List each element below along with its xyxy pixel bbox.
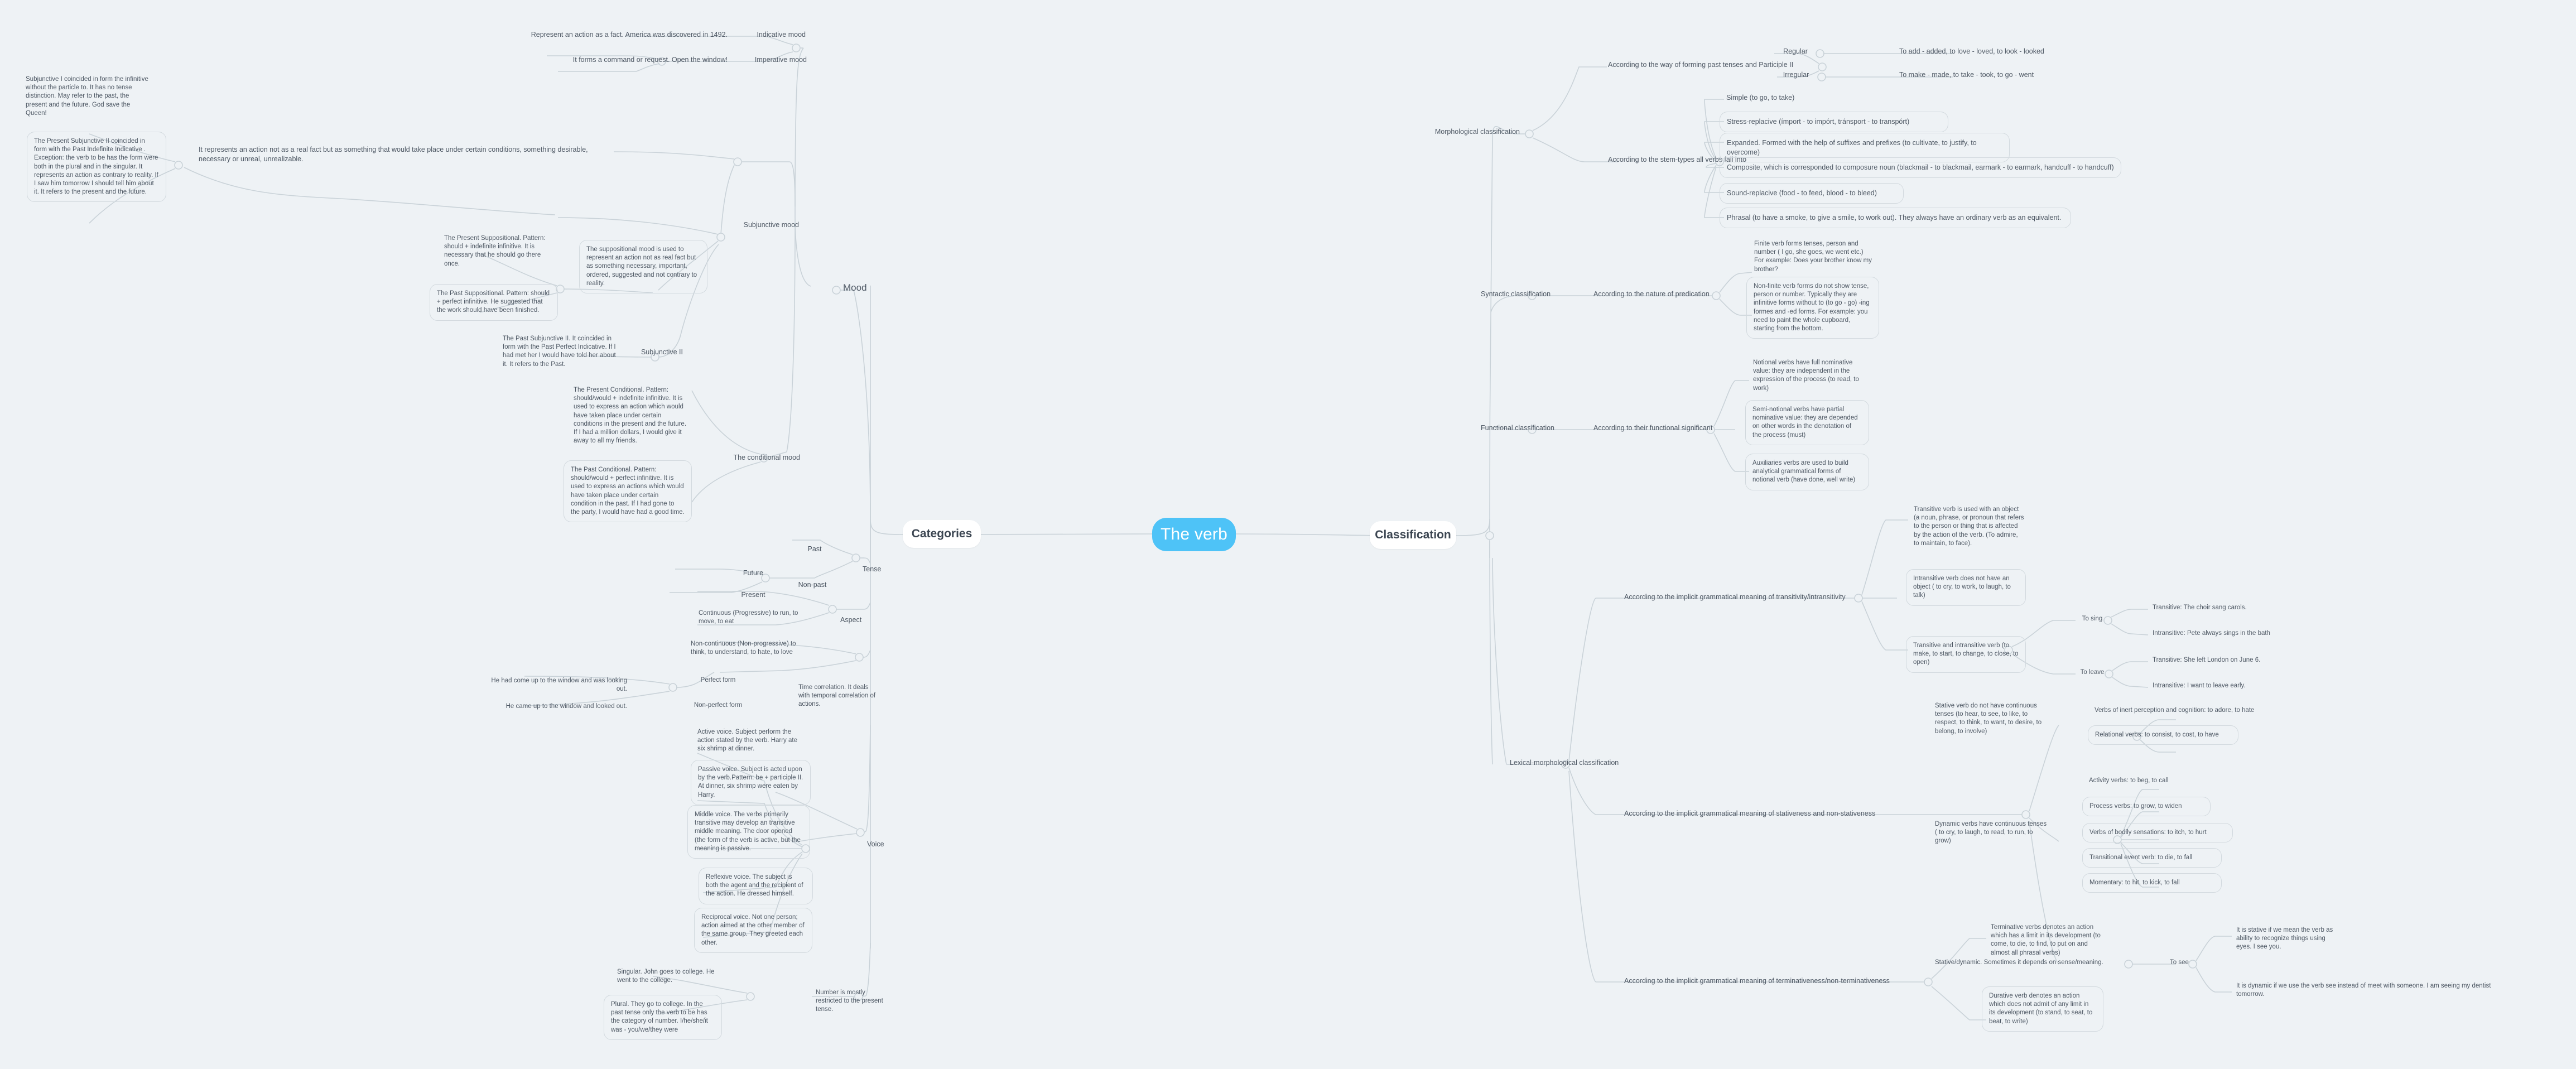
functional-classification-label[interactable]: Functional classification <box>1481 424 1555 432</box>
voice-label[interactable]: Voice <box>867 840 884 848</box>
past-suppositional-detail[interactable]: The Past Suppositional. Pattern: should … <box>430 284 558 321</box>
subjunctive-I-detail[interactable]: Subjunctive I coincided in form the infi… <box>26 76 148 117</box>
dynamic-child-momentary[interactable]: Momentary: to hit, to kick, to fall <box>2082 873 2222 893</box>
number-label[interactable]: Number is mostly restricted to the prese… <box>816 989 883 1013</box>
non-perfect-form-example[interactable]: He came up to the window and looked out. <box>505 703 627 710</box>
stem-type-composite[interactable]: Composite, which is corresponded to comp… <box>1720 157 2121 178</box>
stem-types-label[interactable]: According to the stem-types all verbs fa… <box>1608 156 1747 163</box>
main-branch-classification-label: Classification <box>1375 528 1451 542</box>
stativeness-label[interactable]: According to the implicit grammatical me… <box>1624 810 1876 817</box>
dynamic-child-process[interactable]: Process verbs: to grow, to widen <box>2082 797 2211 817</box>
tense-present[interactable]: Present <box>741 591 765 599</box>
stem-type-sound-replacive[interactable]: Sound-replacive (food - to feed, blood -… <box>1720 183 1904 204</box>
subjunctive-II-label[interactable]: Subjunctive II <box>641 348 683 356</box>
subjunctive-mood-label[interactable]: Subjunctive mood <box>743 221 799 229</box>
dynamic-child-transitional-event[interactable]: Transitional event verb: to die, to fall <box>2082 848 2222 868</box>
aspect-continuous[interactable]: Continuous (Progressive) to run, to move… <box>699 610 798 625</box>
past-conditional-detail[interactable]: The Past Conditional. Pattern: should/wo… <box>564 460 692 523</box>
syntactic-classification-label[interactable]: Syntactic classification <box>1481 290 1551 298</box>
irregular-verbs-example[interactable]: To make - made, to take - took, to go - … <box>1899 71 2034 79</box>
past-tense-formation-label[interactable]: According to the way of forming past ten… <box>1608 61 1794 69</box>
to-leave-transitive-example[interactable]: Transitive: She left London on June 6. <box>2153 657 2261 663</box>
suppositional-mood-detail[interactable]: The suppositional mood is used to repres… <box>579 240 707 293</box>
functional-significance-label[interactable]: According to their functional significan… <box>1593 424 1713 432</box>
dynamic-verb-detail[interactable]: Dynamic verbs have continuous tenses ( t… <box>1935 821 2047 845</box>
to-see-dynamic-detail[interactable]: It is dynamic if we use the verb see ins… <box>2236 983 2491 998</box>
voice-item-middle[interactable]: Middle voice. The verbs primarily transi… <box>687 805 810 859</box>
aspect-label[interactable]: Aspect <box>840 616 862 624</box>
imperative-mood-label[interactable]: Imperative mood <box>754 56 807 64</box>
tense-future[interactable]: Future <box>743 569 764 577</box>
finite-verb-forms-detail[interactable]: Finite verb forms tenses, person and num… <box>1754 240 1872 273</box>
subjunctive-mood-detail[interactable]: It represents an action not as a real fa… <box>199 146 588 163</box>
aspect-non-continuous[interactable]: Non-continuous (Non-progressive) to thin… <box>691 641 796 656</box>
time-correlation-label[interactable]: Time correlation. It deals with temporal… <box>798 684 876 708</box>
to-see-label[interactable]: To see <box>2170 959 2189 966</box>
stative-child-relational[interactable]: Relational verbs: to consist, to cost, t… <box>2088 725 2238 745</box>
lexical-morphological-classification-label[interactable]: Lexical-morphological classification <box>1510 759 1619 767</box>
stative-verb-detail[interactable]: Stative verb do not have continuous tens… <box>1935 702 2042 735</box>
durative-verbs-detail[interactable]: Durative verb denotes an action which do… <box>1982 986 2103 1032</box>
tense-label[interactable]: Tense <box>863 565 882 573</box>
transitivity-label[interactable]: According to the implicit grammatical me… <box>1624 593 1846 601</box>
regular-verbs-label[interactable]: Regular <box>1783 47 1808 55</box>
tense-past[interactable]: Past <box>807 545 822 553</box>
voice-item-reflexive[interactable]: Reflexive voice. The subject is both the… <box>699 868 813 904</box>
voice-item-active[interactable]: Active voice. Subject perform the action… <box>697 729 797 753</box>
notional-verbs-detail[interactable]: Notional verbs have full nominative valu… <box>1753 359 1859 392</box>
nature-of-predication-label[interactable]: According to the nature of predication <box>1593 290 1710 298</box>
stative-child-inert-perception[interactable]: Verbs of inert perception and cognition:… <box>2094 707 2255 714</box>
semi-notional-verbs-detail[interactable]: Semi-notional verbs have partial nominat… <box>1745 400 1869 445</box>
subjunctive-II-present-detail[interactable]: The Present Subjunctive II coincided in … <box>27 132 166 203</box>
stem-type-simple[interactable]: Simple (to go, to take) <box>1726 94 1795 102</box>
dynamic-child-activity[interactable]: Activity verbs: to beg, to call <box>2089 777 2169 784</box>
main-branch-categories-label: Categories <box>911 527 972 541</box>
main-branch-classification[interactable]: Classification <box>1370 521 1456 549</box>
root-label: The verb <box>1161 525 1227 544</box>
perfect-form-example[interactable]: He had come up to the window and was loo… <box>491 677 627 693</box>
root-node[interactable]: The verb <box>1152 518 1236 551</box>
morphological-classification-label[interactable]: Morphological classification <box>1434 128 1520 136</box>
intransitive-verb-detail[interactable]: Intransitive verb does not have an objec… <box>1906 569 2026 606</box>
number-plural[interactable]: Plural. They go to college. In the past … <box>604 995 722 1040</box>
to-sing-transitive-example[interactable]: Transitive: The choir sang carols. <box>2153 604 2247 611</box>
stem-type-stress-replacive[interactable]: Stress-replacive (ímport - to impórt, tr… <box>1720 112 1948 132</box>
non-perfect-form-label[interactable]: Non-perfect form <box>694 702 743 709</box>
to-leave-intransitive-example[interactable]: Intransitive: I want to leave early. <box>2153 682 2246 689</box>
tense-non-past[interactable]: Non-past <box>798 581 827 589</box>
number-singular[interactable]: Singular. John goes to college. He went … <box>617 969 715 984</box>
irregular-verbs-label[interactable]: Irregular <box>1783 71 1809 79</box>
dynamic-child-bodily-sensations[interactable]: Verbs of bodily sensations: to itch, to … <box>2082 823 2233 843</box>
indicative-mood-detail[interactable]: Represent an action as a fact. America w… <box>531 31 728 38</box>
transitive-verb-detail[interactable]: Transitive verb is used with an object (… <box>1914 506 2024 547</box>
stative-dynamic-detail[interactable]: Stative/dynamic. Sometimes it depends on… <box>1935 959 2103 966</box>
to-see-stative-detail[interactable]: It is stative if we mean the verb as abi… <box>2236 927 2333 951</box>
mood-label[interactable]: Mood <box>843 282 867 293</box>
non-finite-verb-forms-detail[interactable]: Non-finite verb forms do not show tense,… <box>1746 277 1879 339</box>
to-leave-label[interactable]: To leave <box>2080 669 2105 676</box>
voice-item-passive[interactable]: Passive voice. Subject is acted upon by … <box>691 760 811 805</box>
imperative-mood-detail[interactable]: It forms a command or request. Open the … <box>572 56 728 64</box>
terminativeness-label[interactable]: According to the implicit grammatical me… <box>1624 977 1890 985</box>
to-sing-intransitive-example[interactable]: Intransitive: Pete always sings in the b… <box>2153 630 2270 637</box>
perfect-form-label[interactable]: Perfect form <box>700 677 736 683</box>
stem-type-phrasal[interactable]: Phrasal (to have a smoke, to give a smil… <box>1720 208 2071 228</box>
terminative-verbs-detail[interactable]: Terminative verbs denotes an action whic… <box>1991 924 2101 956</box>
transitive-intransitive-verb-detail[interactable]: Transitive and intransitive verb (to mak… <box>1906 636 2026 673</box>
regular-verbs-example[interactable]: To add - added, to love - loved, to look… <box>1899 47 2044 55</box>
indicative-mood-label[interactable]: Indicative mood <box>757 31 806 38</box>
present-conditional-detail[interactable]: The Present Conditional. Pattern: should… <box>574 387 687 445</box>
stem-type-expanded[interactable]: Expanded. Formed with the help of suffix… <box>1720 133 2010 162</box>
present-suppositional-detail[interactable]: The Present Suppositional. Pattern: shou… <box>444 235 546 267</box>
conditional-mood-label[interactable]: The conditional mood <box>733 454 800 461</box>
voice-item-reciprocal[interactable]: Reciprocal voice. Not one person; action… <box>694 908 812 953</box>
auxiliary-verbs-detail[interactable]: Auxiliaries verbs are used to build anal… <box>1745 454 1869 490</box>
main-branch-categories[interactable]: Categories <box>903 520 981 548</box>
past-subjunctive-II-detail[interactable]: The Past Subjunctive II. It coincided in… <box>503 335 616 368</box>
to-sing-label[interactable]: To sing <box>2082 615 2103 622</box>
